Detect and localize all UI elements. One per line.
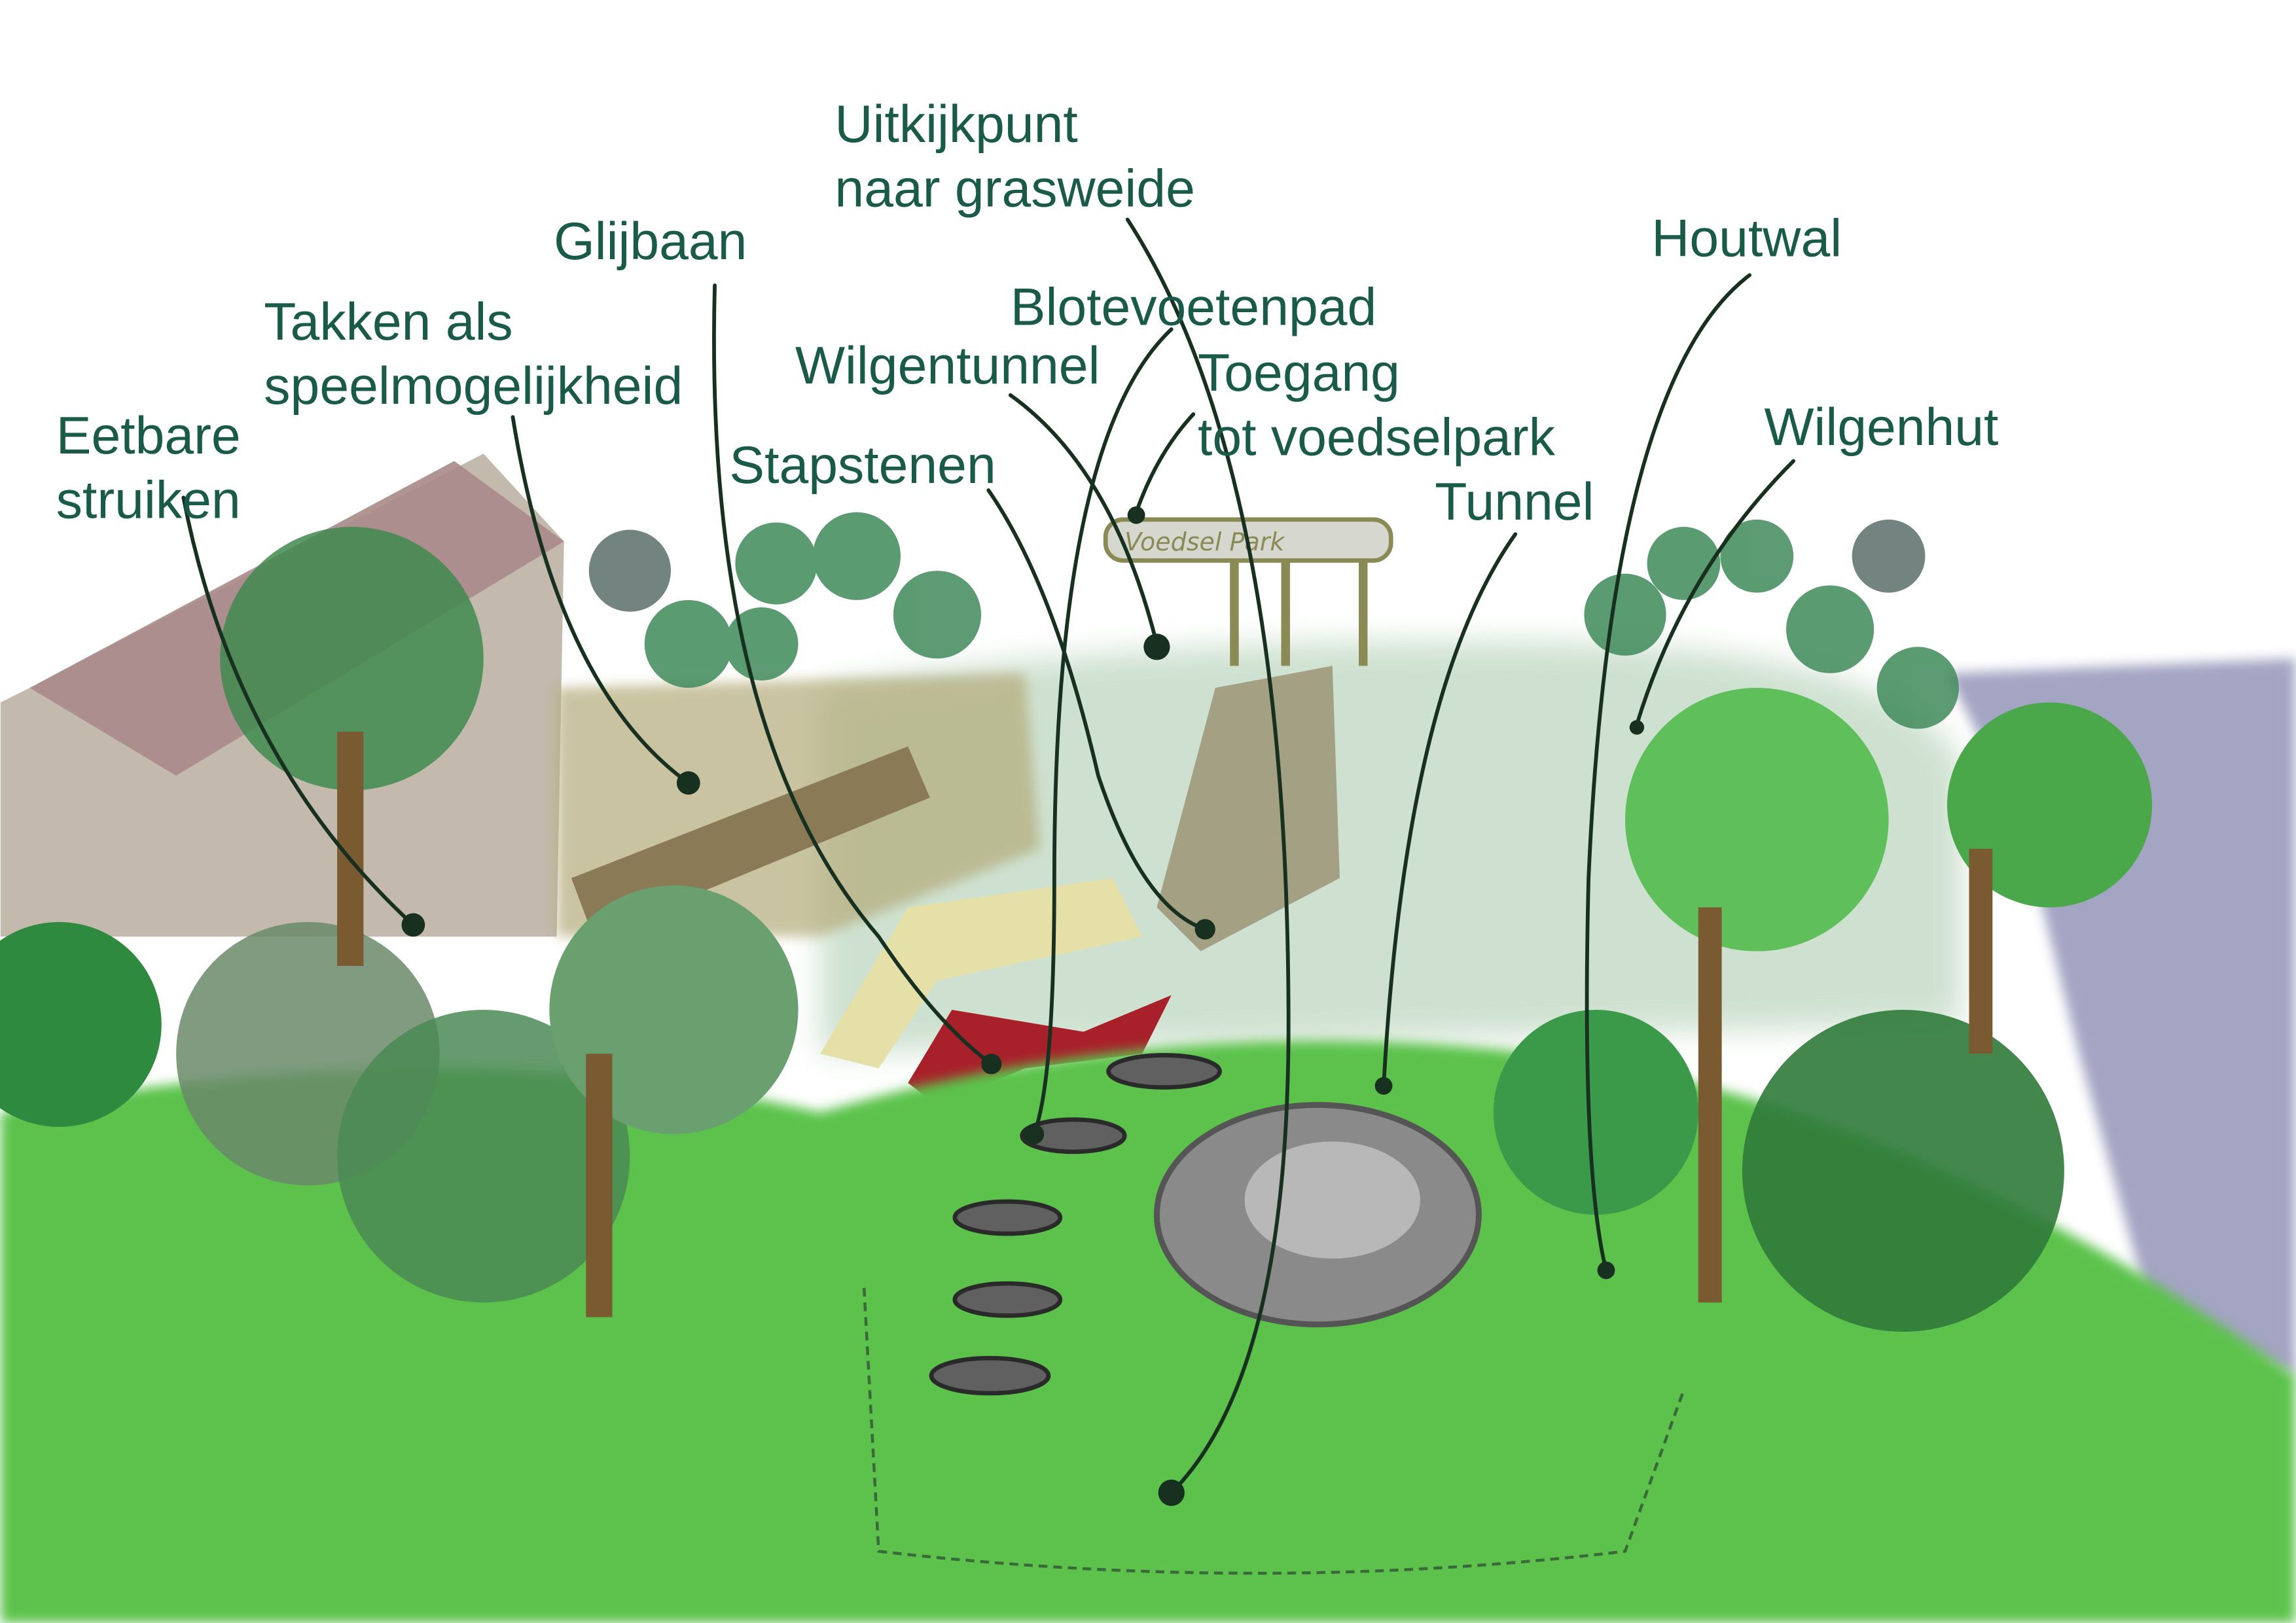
- leader-lines: [181, 217, 1796, 1507]
- barefoot-path: [1157, 666, 1340, 952]
- sign-text: Voedsel Park: [1124, 527, 1285, 556]
- label-blotevoetenpad: Blotevoetenpad: [1011, 277, 1377, 336]
- background-trees: [588, 512, 1959, 729]
- label-wilgenhut: Wilgenhut: [1764, 398, 1998, 457]
- label-uitkijkpunt: Uitkijkpunt naar grasweide: [834, 95, 1194, 218]
- illustration: Voedsel Park: [0, 454, 2296, 1623]
- slide: [820, 878, 1143, 1069]
- label-stapstenen: Stapstenen: [729, 436, 996, 495]
- label-eetbare-struiken: Eetbare struiken: [56, 406, 255, 529]
- label-houtwal: Houtwal: [1651, 209, 1842, 268]
- label-toegang: Toegang tot voedselpark: [1198, 344, 1556, 467]
- shrubs: [0, 527, 2153, 1332]
- label-glijbaan: Glijbaan: [554, 212, 747, 271]
- labels: Uitkijkpunt naar grasweide Glijbaan Takk…: [56, 95, 1999, 531]
- label-tunnel: Tunnel: [1435, 473, 1594, 531]
- label-wilgentunnel: Wilgentunnel: [795, 336, 1100, 395]
- label-takken: Takken als speelmogelijkheid: [264, 293, 683, 416]
- stepping-stones: [929, 1052, 1222, 1396]
